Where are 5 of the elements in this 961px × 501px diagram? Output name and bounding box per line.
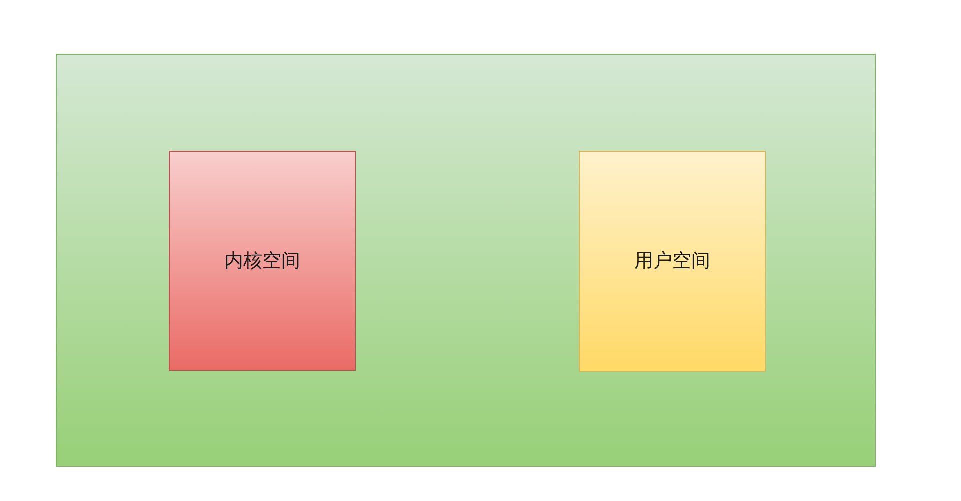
kernel-space-box: [169, 151, 356, 371]
container-panel: [56, 54, 876, 467]
user-space-box: [579, 151, 766, 372]
node-label: 用户空间: [634, 250, 710, 273]
node-label: 内核空间: [224, 250, 300, 272]
